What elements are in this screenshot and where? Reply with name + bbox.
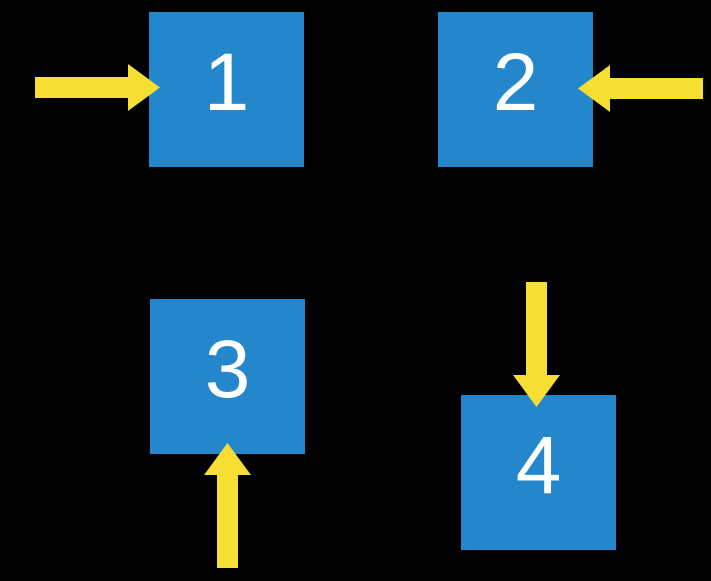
- left-arrow-icon: [578, 65, 703, 112]
- square-2[interactable]: 2: [438, 12, 593, 167]
- right-arrow-shape: [35, 64, 160, 111]
- square-1-label: 1: [203, 36, 250, 128]
- square-1[interactable]: 1: [149, 12, 304, 167]
- up-arrow-shape: [204, 443, 251, 568]
- square-4-label: 4: [515, 419, 562, 511]
- square-4[interactable]: 4: [461, 395, 616, 550]
- square-2-label: 2: [492, 36, 539, 128]
- up-arrow-icon: [204, 443, 251, 568]
- left-arrow-shape: [578, 65, 703, 112]
- square-3[interactable]: 3: [150, 299, 305, 454]
- square-3-label: 3: [204, 323, 251, 415]
- down-arrow-icon: [513, 282, 560, 407]
- down-arrow-shape: [513, 282, 560, 407]
- right-arrow-icon: [35, 64, 160, 111]
